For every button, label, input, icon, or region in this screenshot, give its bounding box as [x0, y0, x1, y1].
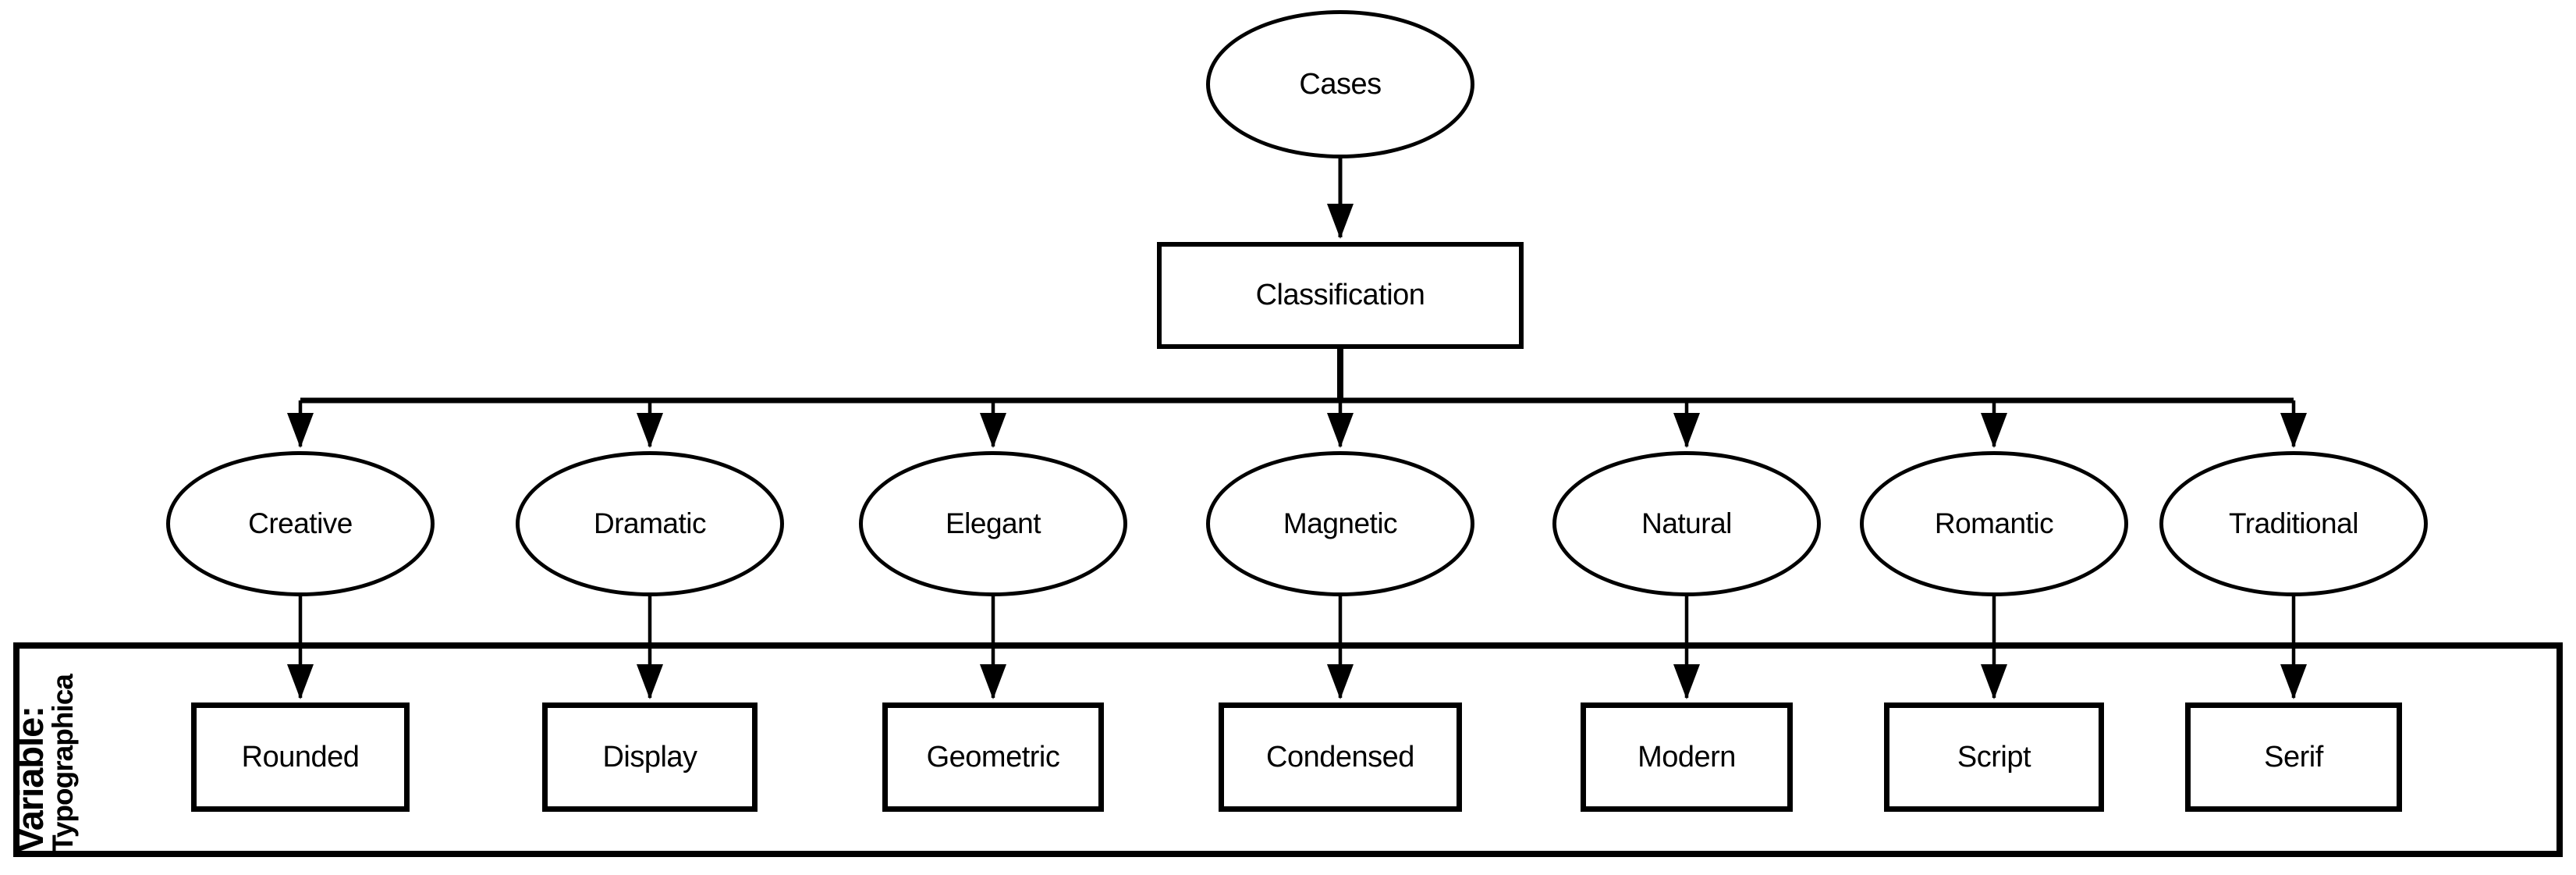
- classification-node: Classification: [1157, 242, 1524, 349]
- root-node-label: Cases: [1299, 67, 1382, 101]
- category-label: Elegant: [946, 507, 1041, 539]
- variable-label: Rounded: [241, 740, 360, 774]
- category-node-elegant: Elegant: [859, 451, 1127, 596]
- category-label: Romantic: [1934, 507, 2054, 539]
- variable-node-condensed: Condensed: [1219, 702, 1462, 812]
- category-node-dramatic: Dramatic: [516, 451, 784, 596]
- variable-axis-label: Variable: Typographica: [9, 657, 90, 852]
- category-node-natural: Natural: [1552, 451, 1821, 596]
- variable-label: Display: [602, 740, 697, 774]
- category-label: Traditional: [2229, 507, 2358, 539]
- variable-axis-label-line1: Variable:: [9, 706, 51, 852]
- category-label: Magnetic: [1283, 507, 1398, 539]
- category-label: Creative: [248, 507, 353, 539]
- category-node-magnetic: Magnetic: [1206, 451, 1474, 596]
- variable-label: Serif: [2264, 740, 2323, 774]
- variable-node-display: Display: [542, 702, 758, 812]
- classification-node-label: Classification: [1255, 279, 1425, 311]
- variable-axis-label-line2: Typographica: [47, 674, 79, 852]
- variable-node-modern: Modern: [1581, 702, 1793, 812]
- variable-node-geometric: Geometric: [882, 702, 1104, 812]
- variable-label: Geometric: [926, 740, 1060, 774]
- category-node-traditional: Traditional: [2159, 451, 2428, 596]
- variable-node-rounded: Rounded: [191, 702, 410, 812]
- category-node-romantic: Romantic: [1860, 451, 2128, 596]
- variable-label: Modern: [1637, 740, 1736, 774]
- root-node-cases: Cases: [1206, 10, 1474, 158]
- variable-node-script: Script: [1884, 702, 2104, 812]
- category-label: Natural: [1641, 507, 1732, 539]
- category-label: Dramatic: [593, 507, 707, 539]
- category-node-creative: Creative: [166, 451, 435, 596]
- variable-label: Script: [1957, 740, 2031, 774]
- variable-node-serif: Serif: [2185, 702, 2402, 812]
- variable-label: Condensed: [1266, 740, 1414, 774]
